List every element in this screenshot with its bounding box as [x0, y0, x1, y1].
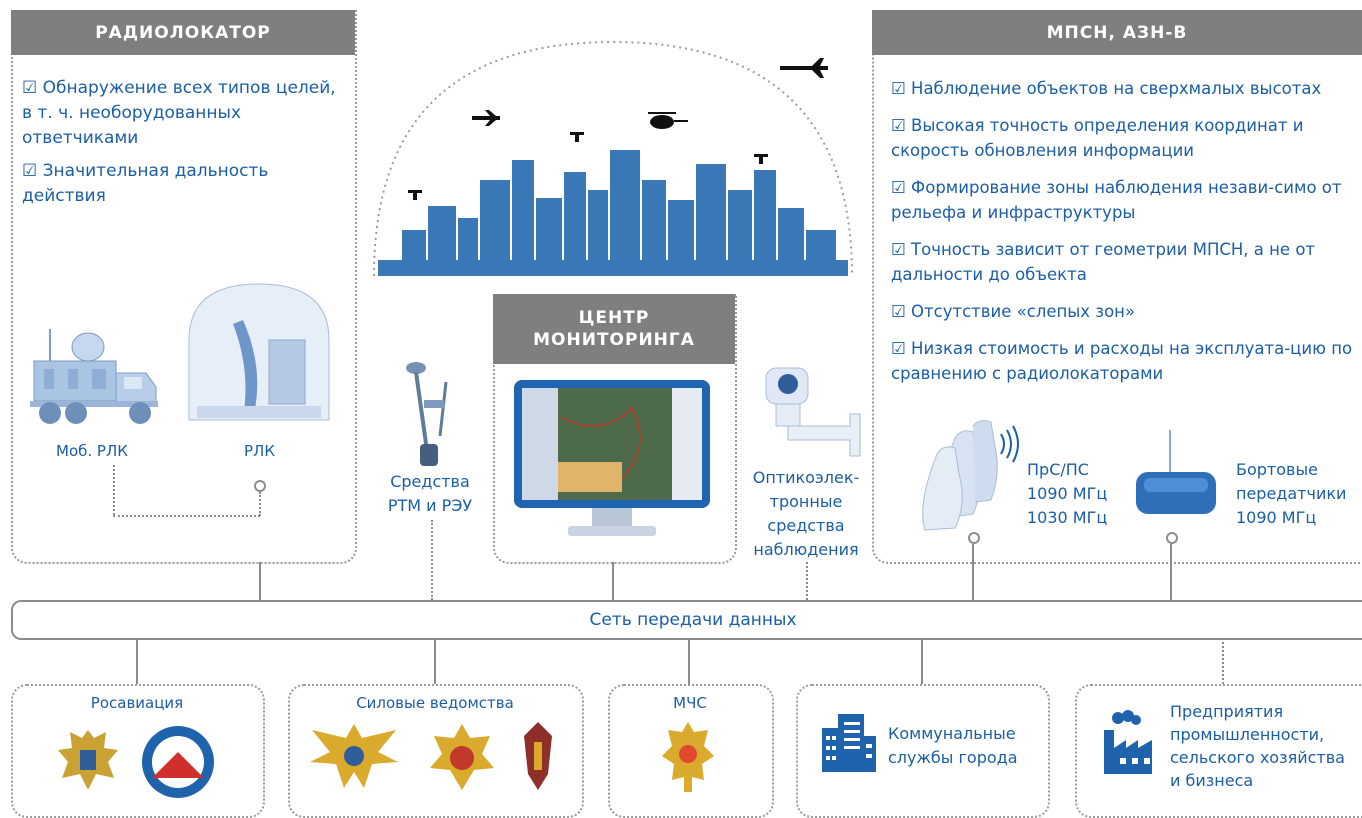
optoelectronic-label-line3: средства	[767, 516, 845, 535]
mpsn-point: ☑ Наблюдение объектов на сверхмалых высо…	[891, 79, 1322, 98]
mpsn-panel	[872, 10, 1362, 564]
rtm-label: Средства РТМ и РЭУ	[378, 470, 482, 518]
mchs-link	[688, 638, 690, 684]
mpsn-point: ☑ Низкая стоимость и расходы на эксплуат…	[891, 339, 1353, 383]
rlk-dotted-link	[259, 492, 261, 516]
optoelectronic-camera-image	[760, 360, 870, 460]
optoelectronic-label: Оптикоэлек- тронные средства наблюдения	[746, 466, 866, 562]
ground-station-connector-node	[968, 532, 980, 544]
mpsn-point: ☑ Формирование зоны наблюдения незави-си…	[891, 178, 1342, 222]
radar-point: ☑ Значительная дальность действия	[22, 161, 269, 206]
ground-station-bus-link	[972, 544, 974, 600]
ground-station-label-line1: ПрС/ПС	[1027, 460, 1089, 479]
rtm-label-line2: РТМ и РЭУ	[387, 496, 473, 515]
radar-point: ☑ Обнаружение всех типов целей, в т. ч. …	[22, 78, 336, 148]
radar-bus-link	[259, 562, 261, 600]
ground-station-label-line2: 1090 МГц	[1027, 484, 1108, 503]
data-network-bus: Сеть передачи данных	[11, 600, 1362, 640]
radar-points: ☑ Обнаружение всех типов целей, в т. ч. …	[22, 76, 342, 217]
monitoring-center-title-line1: ЦЕНТР	[578, 308, 650, 328]
radar-radome-image	[185, 280, 333, 425]
utilities-label: Коммунальные службы города	[888, 722, 1018, 770]
optoelectronic-label-line4: наблюдения	[753, 540, 859, 559]
security-agencies-emblems	[306, 718, 556, 794]
monitoring-center-panel	[493, 294, 737, 564]
rtm-antenna-image	[398, 358, 464, 468]
optic-bus-link	[806, 562, 808, 600]
mobile-radar-truck-image	[28, 325, 163, 430]
monitoring-monitor-image	[512, 378, 712, 546]
utilities-label-line1: Коммунальные	[888, 724, 1016, 743]
city-airspace-illustration	[372, 30, 854, 278]
factory-icon	[1098, 710, 1156, 776]
mpsn-point: ☑ Отсутствие «слепых зон»	[891, 302, 1136, 321]
mchs-emblem	[660, 718, 716, 794]
monitoring-center-title-line2: МОНИТОРИНГА	[533, 330, 695, 350]
rosaviatsia-label: Росавиация	[90, 694, 184, 712]
mchs-label: МЧС	[673, 694, 707, 712]
enterprises-label-line3: сельского хозяйства	[1170, 748, 1345, 767]
center-bus-link	[612, 562, 614, 600]
mpsn-points: ☑ Наблюдение объектов на сверхмалых высо…	[891, 76, 1361, 394]
mpsn-point: ☑ Точность зависит от геометрии МПСН, а …	[891, 240, 1316, 284]
enterprises-label-line1: Предприятия	[1170, 702, 1284, 721]
rlk-label: РЛК	[244, 442, 275, 460]
radar-dotted-link-horizontal	[113, 515, 260, 517]
city-building-icon	[820, 712, 878, 774]
enterprises-link	[1222, 638, 1224, 684]
ground-station-label-line3: 1030 МГц	[1027, 508, 1108, 527]
radar-header: РАДИОЛОКАТОР	[11, 10, 355, 55]
rtm-bus-link	[431, 520, 433, 600]
onboard-transmitter-label-line1: Бортовые	[1236, 460, 1318, 479]
onboard-transmitter-label-line3: 1090 МГц	[1236, 508, 1317, 527]
rtm-label-line1: Средства	[390, 472, 470, 491]
onboard-transmitter-image	[1130, 428, 1222, 520]
optoelectronic-label-line1: Оптикоэлек-	[752, 468, 860, 487]
enterprises-label-line2: промышленности,	[1170, 725, 1325, 744]
rosaviatsia-emblems	[54, 722, 224, 798]
enterprises-label: Предприятия промышленности, сельского хо…	[1170, 700, 1345, 792]
utilities-label-line2: службы города	[888, 748, 1018, 767]
radar-panel	[11, 10, 357, 564]
utilities-link	[921, 638, 923, 684]
mobile-radar-dotted-link	[113, 465, 115, 515]
mobile-radar-label: Моб. РЛК	[56, 442, 128, 460]
rlk-connector-node	[254, 480, 266, 492]
mpsn-header: МПСН, АЗН-В	[872, 10, 1362, 55]
rosaviatsia-link	[136, 638, 138, 684]
optoelectronic-label-line2: тронные	[769, 492, 843, 511]
ground-station-image	[915, 418, 1025, 536]
onboard-transmitter-label: Бортовые передатчики 1090 МГц	[1236, 458, 1346, 530]
enterprises-label-line4: и бизнеса	[1170, 771, 1254, 790]
onboard-connector-node	[1166, 532, 1178, 544]
security-agencies-label: Силовые ведомства	[356, 694, 514, 712]
onboard-transmitter-label-line2: передатчики	[1236, 484, 1347, 503]
ground-station-label: ПрС/ПС 1090 МГц 1030 МГц	[1027, 458, 1107, 530]
mpsn-point: ☑ Высокая точность определения координат…	[891, 116, 1304, 160]
onboard-bus-link	[1170, 544, 1172, 600]
security-link	[434, 638, 436, 684]
monitoring-center-header: ЦЕНТР МОНИТОРИНГА	[493, 294, 735, 364]
